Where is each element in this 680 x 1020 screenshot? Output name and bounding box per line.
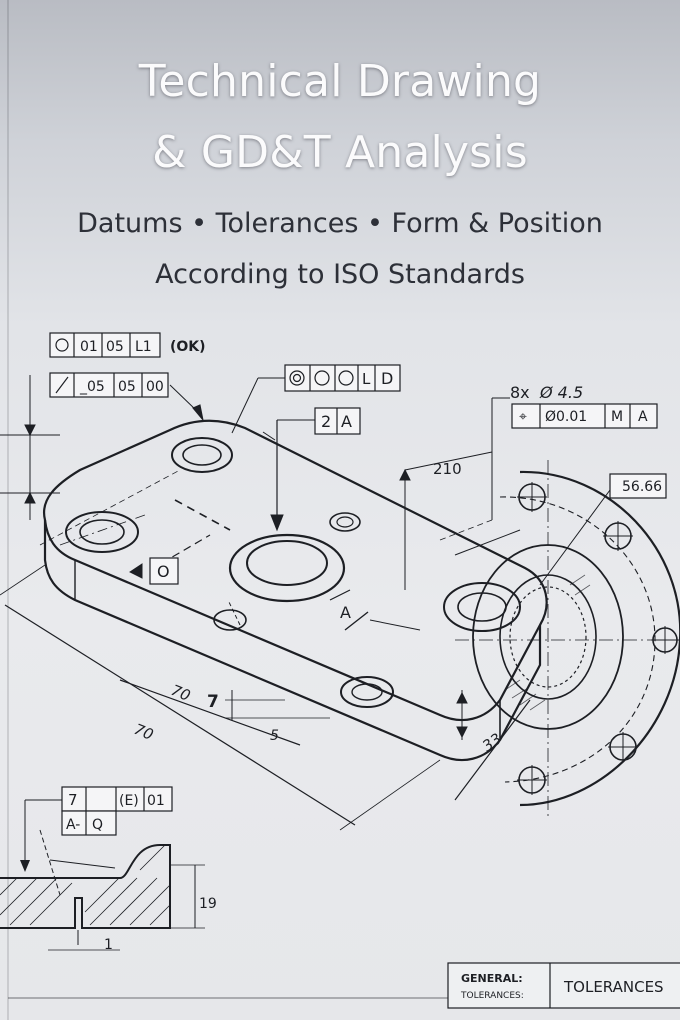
fcf-lower2-v1: A- (66, 817, 80, 833)
centerline-1 (59, 514, 146, 546)
hole-small-top (329, 512, 361, 532)
fcf-top2 (49, 372, 169, 398)
dim-box-5666 (609, 473, 667, 499)
leader-5666 (539, 489, 611, 586)
hole-bottom (340, 676, 394, 708)
flange-hub-bore (509, 586, 587, 688)
fcf-lower2 (61, 810, 117, 836)
gdt-symbols (55, 338, 354, 394)
plate-top-outline (42, 419, 548, 722)
fcf-hole (511, 403, 658, 429)
dim-1: 1 (104, 937, 113, 953)
fcf-top2-v2: _05 (79, 379, 105, 395)
page-subtitle: Datums • Tolerances • Form & Position (77, 208, 603, 239)
profile-icon (338, 370, 354, 386)
page-title-line1: Technical Drawing (138, 56, 542, 107)
centerline-2 (174, 499, 231, 531)
section-leader-2 (49, 859, 116, 869)
hole-right (443, 582, 521, 632)
side-box-label: O (157, 562, 170, 581)
fcf-lower-v3: 01 (147, 793, 165, 809)
section-view (0, 799, 205, 951)
section-dashed-leader (39, 829, 61, 896)
datum-a-label: A (340, 603, 351, 622)
dim-210: 210 (433, 460, 462, 478)
hole-bottom-inner (351, 683, 383, 701)
datum-box-a: A (341, 412, 352, 431)
dim-70-b: 70 (132, 720, 156, 744)
plate-part (42, 419, 548, 762)
flange-view (454, 460, 680, 820)
fcf-hole-sym: ⌖ (519, 409, 527, 425)
datum-box-2: 2 (321, 412, 331, 431)
fcf-top1-v1: 01 (80, 339, 98, 355)
hole-right-inner (457, 592, 507, 622)
section-arrow (20, 860, 30, 872)
title-block (447, 962, 680, 1009)
cylindricity-icon (314, 370, 330, 386)
fcf-top2-v4: 00 (146, 379, 164, 395)
concentricity-inner-icon (292, 373, 302, 383)
hole-top (171, 437, 233, 473)
titleblock-tol-label: TOLERANCES: (460, 991, 524, 1001)
boss-outer (228, 533, 346, 603)
page-subtitle-2: According to ISO Standards (155, 259, 525, 290)
flange-hatch (504, 574, 591, 711)
dim-5666: 56.66 (622, 479, 662, 495)
page-title-line2: & GD&T Analysis (152, 127, 528, 178)
dim-70-a: 70 (169, 681, 193, 705)
leader-flange (454, 529, 521, 556)
section-profile (0, 844, 171, 929)
hole-small-left (213, 609, 247, 631)
fcf-top1-v3: L1 (135, 339, 152, 355)
plate-front-edge (43, 520, 542, 762)
hole-small-top-inner (336, 516, 354, 528)
hole-left (65, 511, 139, 553)
fcf-hole-tol: Ø0.01 (545, 409, 587, 425)
flange-bolt-circle (499, 496, 656, 783)
fcf-top2-v3: 05 (118, 379, 136, 395)
titleblock-tolerances: TOLERANCES (563, 978, 664, 996)
fcf-top1-v2: 05 (106, 339, 124, 355)
hole-left-inner (79, 519, 125, 545)
annotations: 01 05 L1 (OK) _05 05 00 L D 2 A 8x Ø 4.5… (66, 339, 664, 1001)
fcf-lower-v2: (E) (119, 793, 139, 809)
dim-19: 19 (199, 896, 217, 912)
fcf-mid-l: L (362, 370, 371, 388)
hole-top-inner (182, 444, 222, 466)
side-box (149, 557, 179, 585)
hole-diameter: Ø 4.5 (539, 383, 583, 402)
circularity-icon (55, 338, 69, 352)
fcf-hole-m: M (611, 409, 623, 425)
dim-33: 33 (479, 730, 505, 756)
fcf-mid-d: D (381, 369, 393, 388)
dim-5: 5 (270, 728, 279, 744)
leader-a (329, 589, 351, 601)
dimension-lines (0, 375, 531, 831)
hole-count: 8x (510, 383, 530, 402)
fcf-lower (61, 786, 173, 812)
flange-outer-arc (519, 470, 680, 807)
fcf-lower2-v2: Q (92, 817, 103, 833)
fcf-hole-a: A (638, 409, 648, 425)
concentricity-icon (289, 370, 305, 386)
fcf-lower-v1: 7 (68, 791, 78, 809)
straightness-icon (55, 376, 69, 394)
fcf-boxes (49, 332, 680, 1009)
section-hatch (0, 844, 171, 926)
fcf-top1-note: (OK) (170, 339, 206, 355)
boss-inner (246, 540, 328, 586)
titleblock-general: GENERAL: (461, 972, 523, 985)
dim-7: 7 (207, 692, 219, 712)
